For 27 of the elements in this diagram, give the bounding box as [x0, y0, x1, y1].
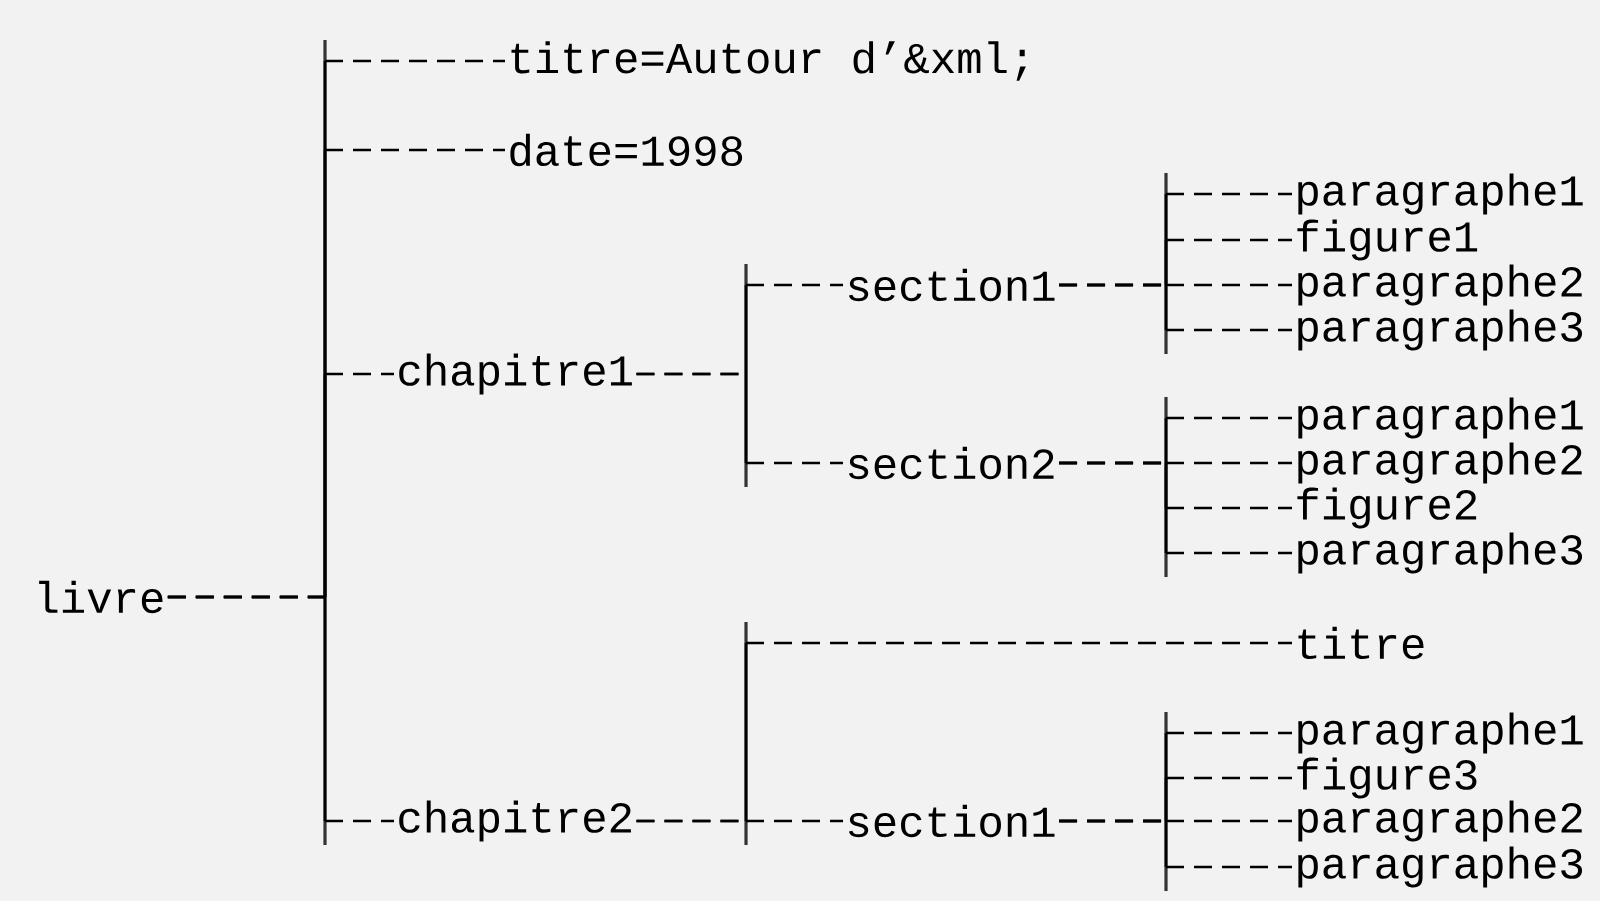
node-label: titre — [1298, 626, 1424, 660]
node-label: section2 — [849, 446, 1054, 480]
node-label: paragraphe3 — [1298, 532, 1583, 574]
node-label: figure3 — [1297, 757, 1477, 799]
node-label: chapitre1 — [399, 353, 632, 395]
node-label: paragraphe2 — [1298, 264, 1582, 306]
dashed-connector — [166, 595, 396, 823]
dashed-connector — [635, 819, 845, 823]
node-label: section1 — [849, 804, 1055, 838]
node-label: paragraphe1 — [1298, 712, 1583, 754]
node-label: date=1998 — [510, 133, 743, 167]
node-label: livre — [39, 580, 163, 614]
node-label: chapitre2 — [399, 800, 631, 842]
node-label: paragraphe1 — [1298, 397, 1583, 439]
node-label: figure1 — [1297, 219, 1478, 261]
node-label: titre=Autour d’&xml; — [511, 41, 1026, 81]
dashed-connector — [1057, 461, 1294, 555]
dashed-connector — [635, 372, 845, 465]
dashed-connector — [1057, 283, 1294, 332]
node-label: figure2 — [1297, 487, 1477, 529]
dashed-connector — [1057, 819, 1294, 869]
node-label: paragraphe1 — [1298, 173, 1583, 215]
node-label: section1 — [849, 268, 1055, 302]
node-label: paragraphe2 — [1298, 442, 1582, 484]
node-label: paragraphe2 — [1298, 800, 1582, 842]
node-label: paragraphe3 — [1298, 309, 1583, 351]
node-label: paragraphe3 — [1298, 846, 1583, 888]
